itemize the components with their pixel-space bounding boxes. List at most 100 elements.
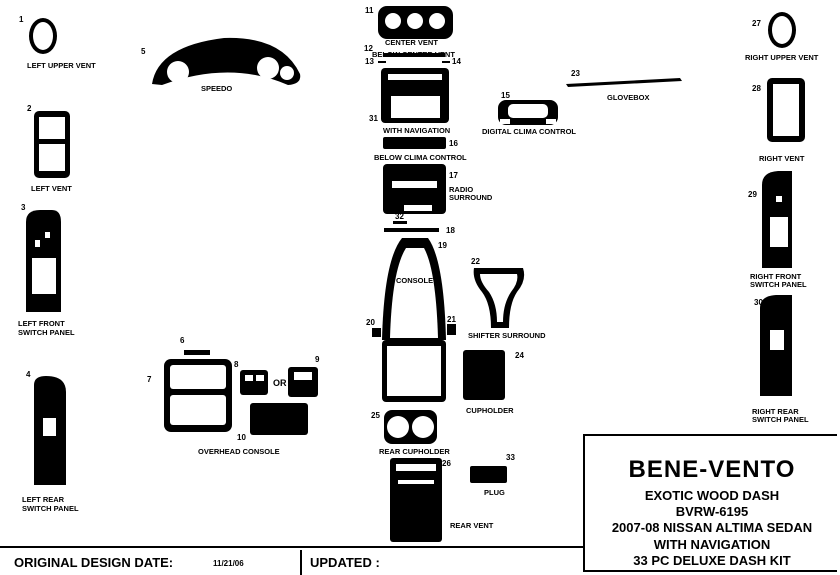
part-num-25: 25 [371, 411, 380, 420]
part-num-13: 13 [365, 57, 374, 66]
part-2-left-vent [34, 111, 70, 178]
part-label-17b: SURROUND [449, 193, 493, 202]
part-19-console [382, 238, 446, 402]
part-28-right-vent [767, 78, 805, 142]
part-label-1: LEFT UPPER VENT [27, 61, 96, 70]
part-24-cupholder [463, 350, 505, 400]
part-4-left-rear-switch-panel [34, 376, 66, 485]
original-design-date-value: 11/21/06 [213, 559, 244, 568]
part-num-10: 10 [237, 433, 246, 442]
part-15-digital-clima-control [498, 100, 558, 125]
part-num-29: 29 [748, 190, 757, 199]
part-25-rear-cupholder [384, 410, 437, 444]
part-8 [240, 370, 268, 395]
part-32 [393, 221, 407, 224]
part-num-19: 19 [438, 241, 447, 250]
part-num-9: 9 [315, 355, 320, 364]
part-21 [447, 324, 456, 335]
part-num-7: 7 [147, 375, 152, 384]
part-18 [384, 228, 439, 232]
part-label-4b: SWITCH PANEL [22, 504, 79, 513]
part-num-12: 12 [364, 44, 373, 53]
part-num-1: 1 [19, 15, 24, 24]
part-label-27: RIGHT UPPER VENT [745, 53, 819, 62]
part-label-22: SHIFTER SURROUND [468, 331, 546, 340]
part-9 [288, 367, 318, 397]
part-num-33: 33 [506, 453, 515, 462]
part-29-right-front-switch-panel [762, 171, 792, 268]
part-num-26: 26 [442, 459, 451, 468]
part-label-29a: RIGHT FRONT [750, 272, 802, 281]
part-num-8: 8 [234, 360, 239, 369]
footer-bar: ORIGINAL DESIGN DATE: 11/21/06 UPDATED : [0, 546, 583, 575]
part-label-25: REAR CUPHOLDER [379, 447, 450, 456]
part-num-2: 2 [27, 104, 32, 113]
part-label-24: CUPHOLDER [466, 406, 514, 415]
part-label-23: GLOVEBOX [607, 93, 650, 102]
part-num-30: 30 [754, 298, 763, 307]
updated-label: UPDATED : [310, 555, 380, 570]
part-1-left-upper-vent [29, 18, 57, 54]
part-label-30b: SWITCH PANEL [752, 415, 809, 424]
part-label-2: LEFT VENT [31, 184, 72, 193]
part-label-5: SPEEDO [201, 84, 232, 93]
title-line-1: EXOTIC WOOD DASH [644, 488, 780, 503]
part-num-20: 20 [366, 318, 375, 327]
part-12-13-14 [378, 53, 450, 63]
part-num-16: 16 [449, 139, 458, 148]
part-11-center-vent [378, 6, 453, 39]
part-16 [383, 137, 446, 149]
part-20 [372, 328, 381, 337]
part-label-33: PLUG [484, 488, 505, 497]
footer-divider [300, 550, 302, 575]
part-10 [250, 403, 308, 435]
part-num-27: 27 [752, 19, 761, 28]
part-num-15: 15 [501, 91, 510, 100]
title-line-4: WITH NAVIGATION [653, 537, 771, 552]
part-num-3: 3 [21, 203, 26, 212]
part-label-30a: RIGHT REAR [752, 407, 799, 416]
part-num-18: 18 [446, 226, 455, 235]
title-line-5: 33 PC DELUXE DASH KIT [633, 553, 791, 568]
part-num-28: 28 [752, 84, 761, 93]
part-num-17: 17 [449, 171, 458, 180]
part-num-5: 5 [141, 47, 146, 56]
part-num-24: 24 [515, 351, 524, 360]
part-num-11: 11 [365, 6, 374, 15]
part-num-23: 23 [571, 69, 580, 78]
part-33-plug [470, 466, 507, 483]
part-num-21: 21 [447, 315, 456, 324]
part-5-speedo [152, 37, 301, 85]
title-line-2: BVRW-6195 [675, 504, 749, 519]
part-num-6: 6 [180, 336, 185, 345]
part-31-nav-surround [381, 68, 449, 123]
part-label-10: OVERHEAD CONSOLE [198, 447, 280, 456]
title-line-3: 2007-08 NISSAN ALTIMA SEDAN [611, 520, 813, 535]
part-label-11: CENTER VENT [385, 38, 438, 47]
part-23-glovebox [566, 78, 682, 87]
part-22-shifter-surround [473, 268, 525, 328]
part-num-14: 14 [452, 57, 461, 66]
part-label-26: REAR VENT [450, 521, 494, 530]
part-label-28: RIGHT VENT [759, 154, 805, 163]
part-6-7-overhead-console [164, 350, 232, 432]
part-num-31: 31 [369, 114, 378, 123]
part-num-32: 32 [395, 212, 404, 221]
part-label-4a: LEFT REAR [22, 495, 65, 504]
part-label-16: BELOW CLIMA CONTROL [374, 153, 467, 162]
part-num-22: 22 [471, 257, 480, 266]
or-text: OR [273, 378, 287, 388]
original-design-date-label: ORIGINAL DESIGN DATE: [14, 555, 174, 570]
part-num-4: 4 [26, 370, 31, 379]
part-label-3b: SWITCH PANEL [18, 328, 75, 337]
part-label-17a: RADIO [449, 185, 473, 194]
part-17-radio-surround [383, 164, 446, 214]
part-30-right-rear-switch-panel [760, 295, 792, 396]
part-26-rear-vent [390, 458, 442, 542]
part-3-left-front-switch-panel [26, 210, 61, 312]
part-27-right-upper-vent [768, 12, 796, 48]
part-label-29b: SWITCH PANEL [750, 280, 807, 289]
part-label-31: WITH NAVIGATION [383, 126, 450, 135]
part-label-15: DIGITAL CLIMA CONTROL [482, 127, 576, 136]
